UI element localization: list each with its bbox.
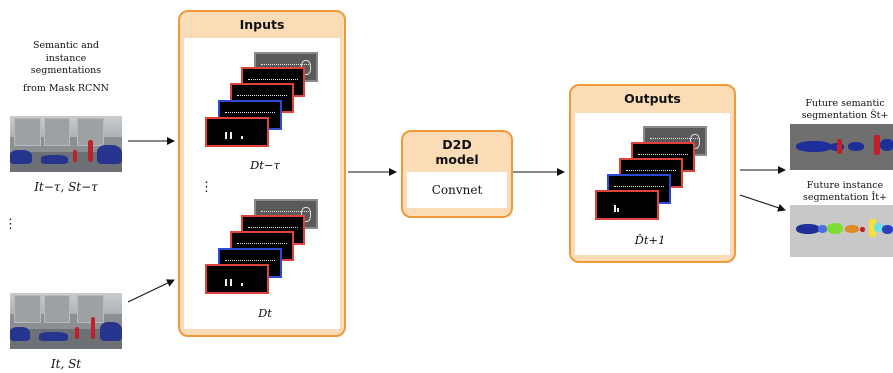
instance-caption-line-1: Future instance [806, 180, 884, 191]
inputs-title: Inputs [239, 17, 285, 32]
semantic-output-caption: Future semantic segmentation Ŝt+ [790, 98, 893, 121]
instance-caption-line-2: segmentation Ît+ [802, 191, 888, 203]
current-frame-label: It, St [50, 357, 82, 371]
caption-line-1: Semantic and [33, 40, 99, 51]
predicted-features-label: D̂t+1 [634, 233, 666, 247]
feature-map-card [205, 264, 269, 294]
model-inner-panel: Convnet [407, 172, 507, 208]
input-frame-current-image [10, 293, 122, 349]
past-features-label: Dt−τ [250, 158, 280, 172]
past-frame-label: It−τ, St−τ [34, 180, 98, 194]
feature-map-card [205, 117, 269, 147]
future-semantic-segmentation-image [790, 124, 893, 170]
semantic-caption-line-1: Future semantic [805, 98, 885, 109]
input-frame-past-image [10, 116, 122, 172]
semantic-caption-line-2: segmentation Ŝt+ [801, 109, 889, 121]
left-ellipsis: ⋮ [4, 217, 17, 232]
future-instance-segmentation-image [790, 205, 893, 257]
outputs-title: Outputs [624, 91, 681, 106]
feature-map-card [595, 190, 659, 220]
model-title-line-1: D2D [442, 137, 472, 152]
current-features-label: Dt [258, 306, 272, 320]
arrow-current-to-inputs [127, 279, 175, 303]
model-body-label: Convnet [431, 183, 483, 197]
caption-line-2: instance [45, 52, 87, 64]
instance-output-caption: Future instance segmentation Ît+ [790, 180, 893, 203]
model-title: D2D model [403, 137, 511, 167]
caption-line-4: from Mask RCNN [23, 82, 109, 94]
d2d-model-box: D2D model Convnet [401, 130, 513, 218]
model-title-line-2: model [435, 152, 479, 167]
arrow-outputs-to-instance [739, 194, 786, 212]
caption-line-3: segmentations [30, 65, 102, 76]
mask-rcnn-caption: Semantic and instance segmentations from… [6, 40, 126, 95]
inputs-ellipsis: ⋮ [200, 180, 213, 195]
